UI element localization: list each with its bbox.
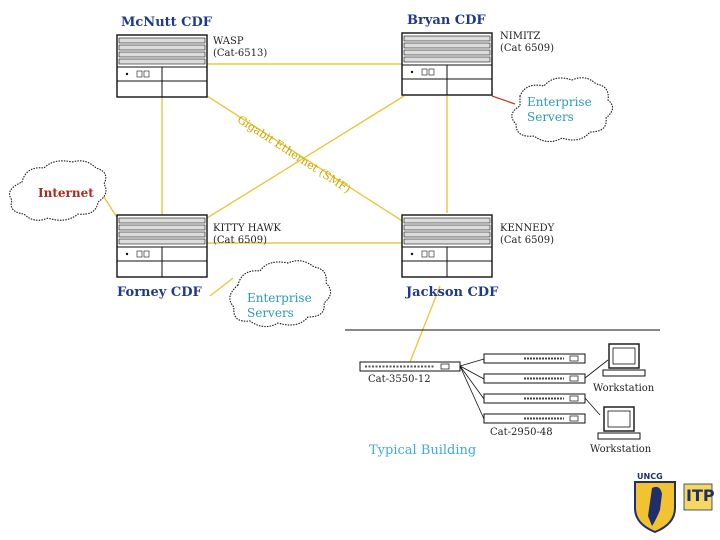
device-model: (Cat 6509) [213,235,268,246]
cdf-title-forney: Forney CDF [117,285,202,300]
workstation-label-2: Workstation [590,444,652,455]
device-model: (Cat 6509) [500,235,555,246]
enterprise-servers-top-label: Enterprise Servers [527,95,592,125]
device-name: NIMITZ [500,31,541,42]
enterprise-servers-bottom-label: Enterprise Servers [247,291,312,321]
workstation-label-1: Workstation [593,383,655,394]
device-label-kitty-hawk: KITTY HAWK (Cat 6509) [213,223,281,247]
chassis-kitty-hawk [116,214,208,278]
link-bryan-servers [491,95,516,105]
logo-itp-text: ITP [686,486,715,505]
servers-line2: Servers [247,306,294,320]
servers-line1: Enterprise [527,95,592,109]
device-model: (Cat-6513) [213,48,268,59]
device-name: WASP [213,36,244,47]
switch-cat-3550 [359,361,461,372]
cdf-title-bryan: Bryan CDF [407,13,486,28]
chassis-kennedy [401,214,493,278]
workstation-icon [602,343,646,377]
edge-switch-3 [483,393,586,404]
link-forney-bryan [206,95,405,219]
device-name: KITTY HAWK [213,223,282,234]
device-label-wasp: WASP (Cat-6513) [213,36,267,60]
link-mcnutt-jackson [206,95,405,223]
device-label-kennedy: KENNEDY (Cat 6509) [500,223,554,247]
university-logo [634,481,713,534]
link-servers-forney [209,277,234,297]
edge-switch-4 [483,413,586,424]
switch-label-3550: Cat-3550-12 [368,374,431,385]
logo-uncg-text: UNCG [637,472,663,481]
servers-line1: Enterprise [247,291,312,305]
backbone-links [101,63,448,363]
edge-switches [483,353,586,424]
edge-switch-2 [483,373,586,384]
chassis-nimitz [401,32,493,96]
cloud-enterprise-top [511,77,614,143]
servers-line2: Servers [527,110,574,124]
switch-label-2950: Cat-2950-48 [490,427,553,438]
cdf-title-mcnutt: McNutt CDF [121,15,213,30]
workstation-icon [597,406,641,440]
device-name: KENNEDY [500,223,555,234]
cloud-internet [9,160,107,221]
cloud-enterprise-bottom [229,260,332,328]
chassis-wasp [116,34,208,98]
building-links [459,358,609,420]
device-model: (Cat 6509) [500,43,555,54]
internet-label: Internet [38,186,94,200]
typical-building-caption: Typical Building [369,443,477,458]
cdf-title-jackson: Jackson CDF [406,285,499,300]
device-label-nimitz: NIMITZ (Cat 6509) [500,31,554,55]
edge-switch-1 [483,353,586,364]
link-jackson-building [409,285,441,363]
